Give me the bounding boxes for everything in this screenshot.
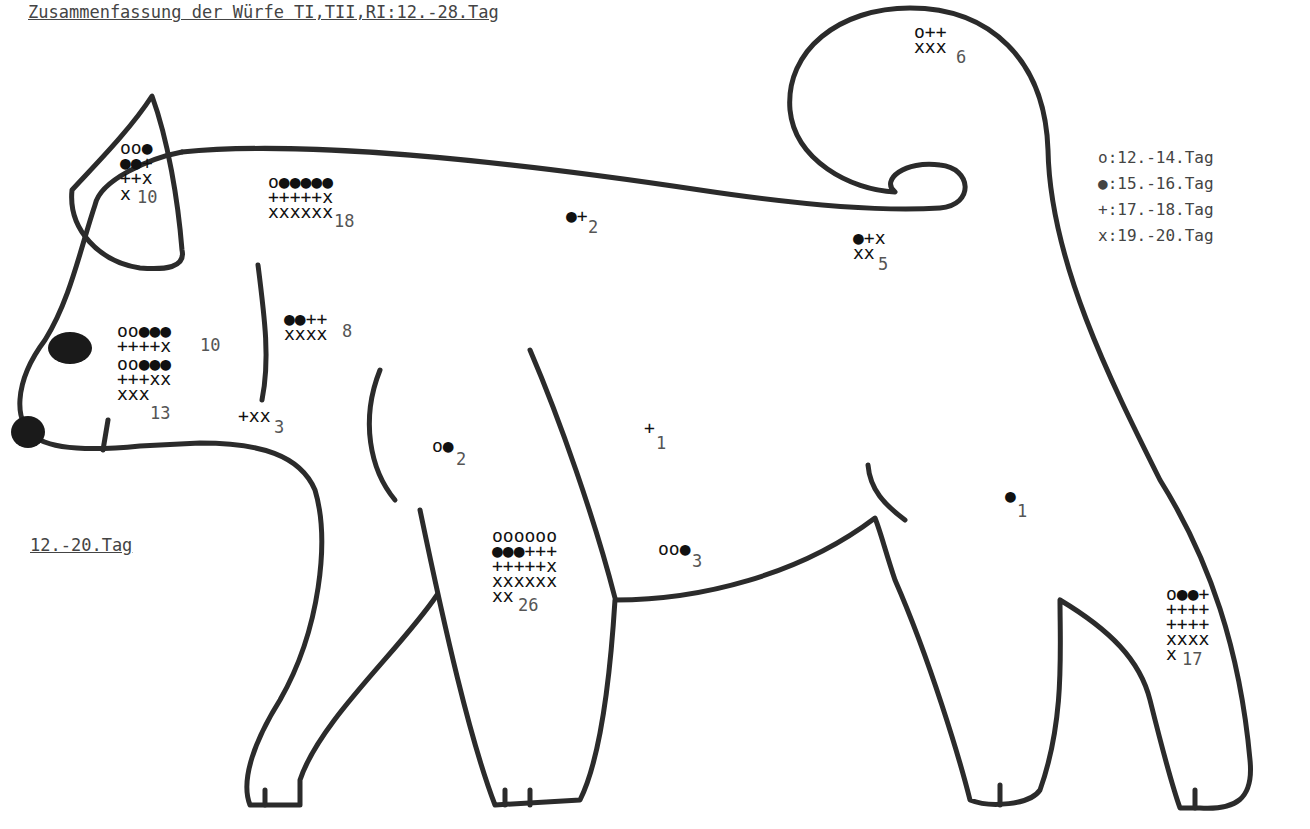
symbol-row: x [1166,646,1177,661]
count-number: 2 [456,450,466,468]
count-number: 2 [588,218,598,236]
count-number: 26 [518,596,538,614]
period-label: 12.-20.Tag [30,535,132,555]
count-number: 3 [274,418,284,436]
symbol-row: xxxxxx [268,204,333,219]
symbol-row: oo●●● [117,356,171,371]
symbol-row: o●●●●● [268,174,333,189]
body-outline [182,8,1251,808]
symbol-row: ++++ [1166,601,1209,616]
symbol-row: ++++ [1166,616,1209,631]
symbol-row: ++++x [117,338,171,353]
symbol-row: xx [492,588,514,603]
count-number: 5 [878,255,888,273]
symbol-row: xxxxxx [492,573,557,588]
count-number: 6 [956,48,966,66]
count-number: 1 [1017,502,1027,520]
legend-entry: x:19.-20.Tag [1098,226,1214,246]
eye-spot [48,332,92,364]
far-leg-outline [20,152,437,805]
count-number: 10 [200,336,220,354]
count-number: 3 [692,552,702,570]
symbol-row: +++++x [268,189,333,204]
mouth-line [103,420,108,450]
hip-line [868,465,905,520]
symbol-row: oo● [658,541,691,556]
symbol-row: + [644,420,655,435]
count-number: 1 [656,434,666,452]
symbol-row: ●●●+++ [492,543,557,558]
symbol-row: ●+x [853,230,886,245]
toe-lines [265,785,1195,808]
symbol-row: o++ [914,24,947,39]
symbol-row: xxxx [1166,631,1209,646]
symbol-row: ●●++ [284,311,327,326]
shoulder-line [369,370,395,500]
symbol-row: ●●+ [120,155,153,170]
count-number: 17 [1182,650,1202,668]
symbol-row: o●●+ [1166,586,1209,601]
count-number: 13 [150,404,170,422]
symbol-row: xxxx [284,326,327,341]
symbol-row: ●+ [566,208,588,223]
symbol-row: +++++x [492,558,557,573]
symbol-row: xxx [914,39,947,54]
symbol-row: o● [432,438,454,453]
symbol-row: ● [1005,488,1016,503]
diagram-title: Zusammenfassung der Würfe TI,TII,RI:12.-… [28,2,499,22]
legend-entry: ●:15.-16.Tag [1098,174,1214,194]
count-number: 18 [334,212,354,230]
ear-outline [72,96,183,269]
neck-line [258,265,266,400]
symbol-row: oo●●● [117,323,171,338]
symbol-row: x [120,186,131,201]
symbol-row: oo● [120,140,153,155]
symbol-row: +++xx [117,371,171,386]
symbol-row: xxx [117,386,150,401]
legend-entry: +:17.-18.Tag [1098,200,1214,220]
nose-spot [11,416,45,448]
symbol-row: +xx [238,408,271,423]
symbol-row: xx [853,245,875,260]
count-number: 8 [342,322,352,340]
symbol-row: ++x [120,170,153,185]
symbol-row: oooooo [492,528,557,543]
count-number: 10 [137,188,157,206]
legend-entry: o:12.-14.Tag [1098,148,1214,168]
